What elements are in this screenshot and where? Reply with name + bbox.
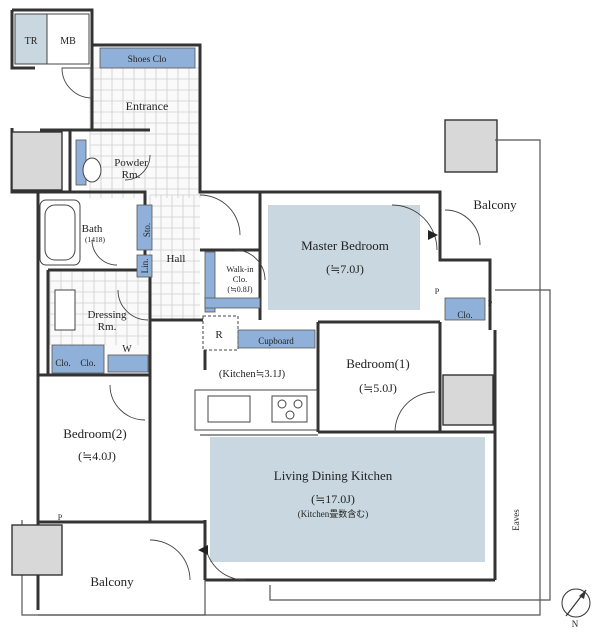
eaves-line — [269, 289, 551, 601]
label-powder-2: Rm. — [122, 169, 141, 181]
label-tr: TR — [25, 36, 38, 47]
label-dressing-2: Rm. — [98, 321, 117, 333]
label-closet-a: Clo. — [55, 358, 70, 368]
bathtub-inner — [44, 204, 76, 261]
label-entrance: Entrance — [126, 99, 169, 113]
refrigerator-icon — [202, 315, 239, 351]
label-balcony-top: Balcony — [473, 197, 517, 212]
shaft-balcony-bottom — [11, 524, 63, 576]
mb-closet — [46, 13, 90, 65]
label-closet-b: Clo. — [80, 358, 95, 368]
shaft-bedroom1 — [442, 374, 494, 426]
storage-closet — [136, 204, 153, 251]
label-bath-size: (1418) — [85, 235, 105, 244]
label-pipe-2: P — [488, 299, 493, 308]
shaft-balcony-top — [444, 119, 498, 173]
label-bedroom2-area: (≒4.0J) — [78, 449, 116, 463]
entry-arrow-icon-2 — [198, 545, 208, 555]
label-closet-c: Clo. — [457, 310, 472, 320]
entry-arrow-icon — [428, 230, 438, 240]
label-master-bedroom: Master Bedroom — [301, 238, 389, 253]
label-dressing-1: Dressing — [87, 309, 127, 321]
cupboard-fixture — [237, 329, 316, 349]
label-powder-1: Powder — [114, 157, 148, 169]
bedroom1-closet — [444, 297, 486, 321]
label-kitchen-area: (Kitchen≒3.1J) — [219, 369, 286, 380]
label-cupboard: Cupboard — [258, 336, 294, 346]
label-storage: Sto. — [142, 223, 152, 237]
label-washer: W — [122, 344, 132, 355]
label-bedroom1: Bedroom(1) — [346, 356, 410, 371]
label-pipe-1: P — [435, 287, 440, 296]
shaft-left — [11, 131, 63, 191]
label-mb: MB — [60, 36, 76, 47]
toilet-icon — [82, 157, 102, 183]
washer-space — [107, 354, 149, 373]
label-bedroom1-area: (≒5.0J) — [359, 381, 397, 395]
bedroom2-closets — [51, 344, 105, 374]
label-master-bedroom-area: (≒7.0J) — [326, 262, 364, 276]
label-linen: Lin. — [140, 259, 150, 274]
label-north: N — [572, 619, 579, 629]
shoes-closet — [99, 47, 196, 69]
label-bath: Bath — [82, 223, 103, 235]
vanity-counter — [54, 289, 76, 331]
label-balcony-bottom: Balcony — [90, 574, 134, 589]
tr-closet — [14, 13, 48, 65]
stove-icon — [271, 395, 308, 423]
balcony-rail — [205, 139, 541, 616]
label-hall: Hall — [167, 253, 186, 265]
master-bedroom-floor — [268, 205, 420, 310]
label-walkin-area: (≒0.8J) — [227, 285, 252, 294]
ldk-floor — [210, 437, 485, 562]
north-compass-icon — [561, 588, 591, 618]
tiled-floor — [49, 50, 201, 375]
label-refrigerator: R — [215, 329, 223, 341]
label-ldk-area: (≒17.0J) — [311, 492, 355, 506]
label-eaves: Eaves — [511, 509, 521, 531]
label-walkin-1: Walk-in — [226, 264, 254, 274]
label-pipe-3: P — [58, 513, 63, 522]
doors — [61, 67, 481, 581]
label-shoes-closet: Shoes Clo — [128, 55, 167, 65]
walkin-shelf-bottom — [204, 297, 261, 309]
walkin-shelf — [204, 251, 216, 313]
label-walkin-2: Clo. — [233, 274, 247, 284]
label-ldk: Living Dining Kitchen — [274, 468, 393, 483]
linen-closet — [136, 254, 153, 278]
label-bedroom2: Bedroom(2) — [63, 426, 127, 441]
label-ldk-note: (Kitchen畳数含む) — [298, 508, 368, 519]
sink-icon — [207, 395, 251, 423]
